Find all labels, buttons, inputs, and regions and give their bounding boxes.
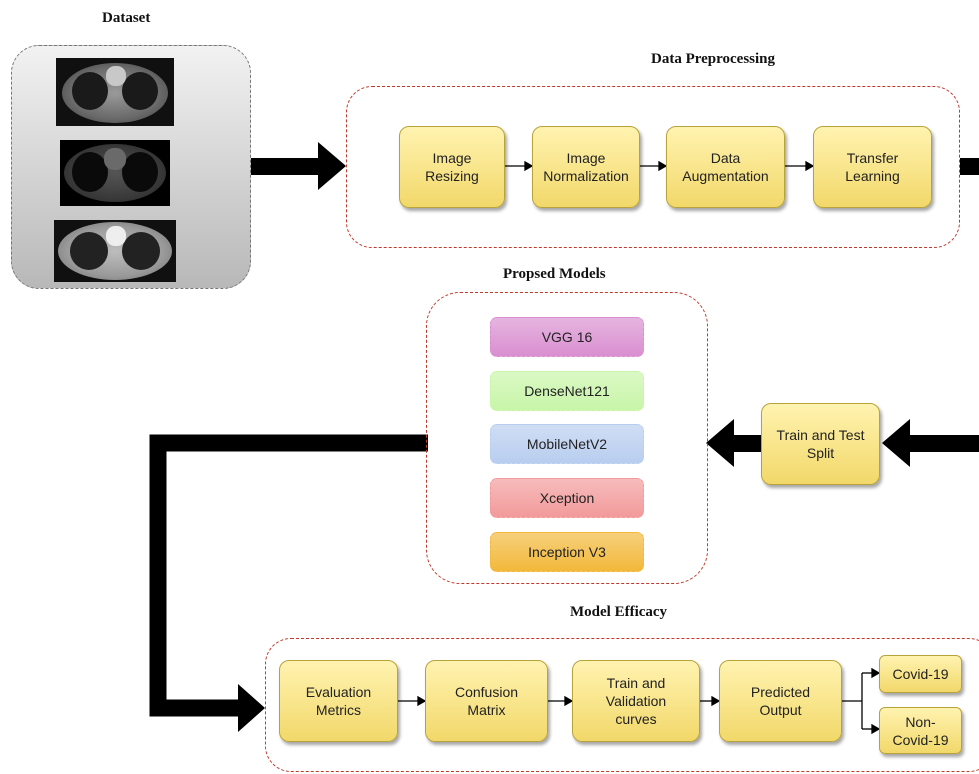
models-panel [426, 292, 708, 584]
model-mobilenetv2: MobileNetV2 [490, 424, 644, 464]
arrow-split-to-models [728, 435, 761, 452]
model-densenet121: DenseNet121 [490, 371, 644, 411]
model-xception: Xception [490, 478, 644, 518]
arrow-preprocessing-exit [960, 158, 979, 175]
step-confusion-matrix: Confusion Matrix [425, 660, 548, 742]
arrow-dataset-to-preprocessing [251, 158, 323, 175]
step-evaluation-metrics: Evaluation Metrics [279, 660, 398, 742]
dataset-panel [11, 45, 251, 289]
arrow-models-to-efficacy [149, 434, 428, 717]
step-image-normalization: Image Normalization [532, 126, 640, 208]
ct-scan-image [60, 140, 170, 206]
model-vgg16: VGG 16 [490, 317, 644, 357]
step-data-augmentation: Data Augmentation [666, 126, 785, 208]
ct-scan-image [56, 58, 174, 126]
output-covid19: Covid-19 [879, 655, 962, 693]
preprocessing-panel [346, 86, 960, 248]
ct-scan-image [54, 220, 176, 282]
step-train-test-split: Train and Test Split [761, 403, 880, 485]
step-predicted-output: Predicted Output [719, 660, 842, 742]
step-transfer-learning: Transfer Learning [813, 126, 932, 208]
step-image-resizing: Image Resizing [399, 126, 505, 208]
step-train-validation-curves: Train and Validation curves [572, 660, 700, 742]
efficacy-title: Model Efficacy [570, 604, 668, 620]
models-title: Propsed Models [503, 266, 606, 282]
arrow-into-split [905, 435, 979, 452]
dataset-title: Dataset [102, 10, 151, 26]
model-inceptionv3: Inception V3 [490, 532, 644, 572]
preprocessing-title: Data Preprocessing [651, 51, 776, 67]
efficacy-panel [265, 638, 979, 772]
output-non-covid19: Non- Covid-19 [879, 707, 962, 754]
